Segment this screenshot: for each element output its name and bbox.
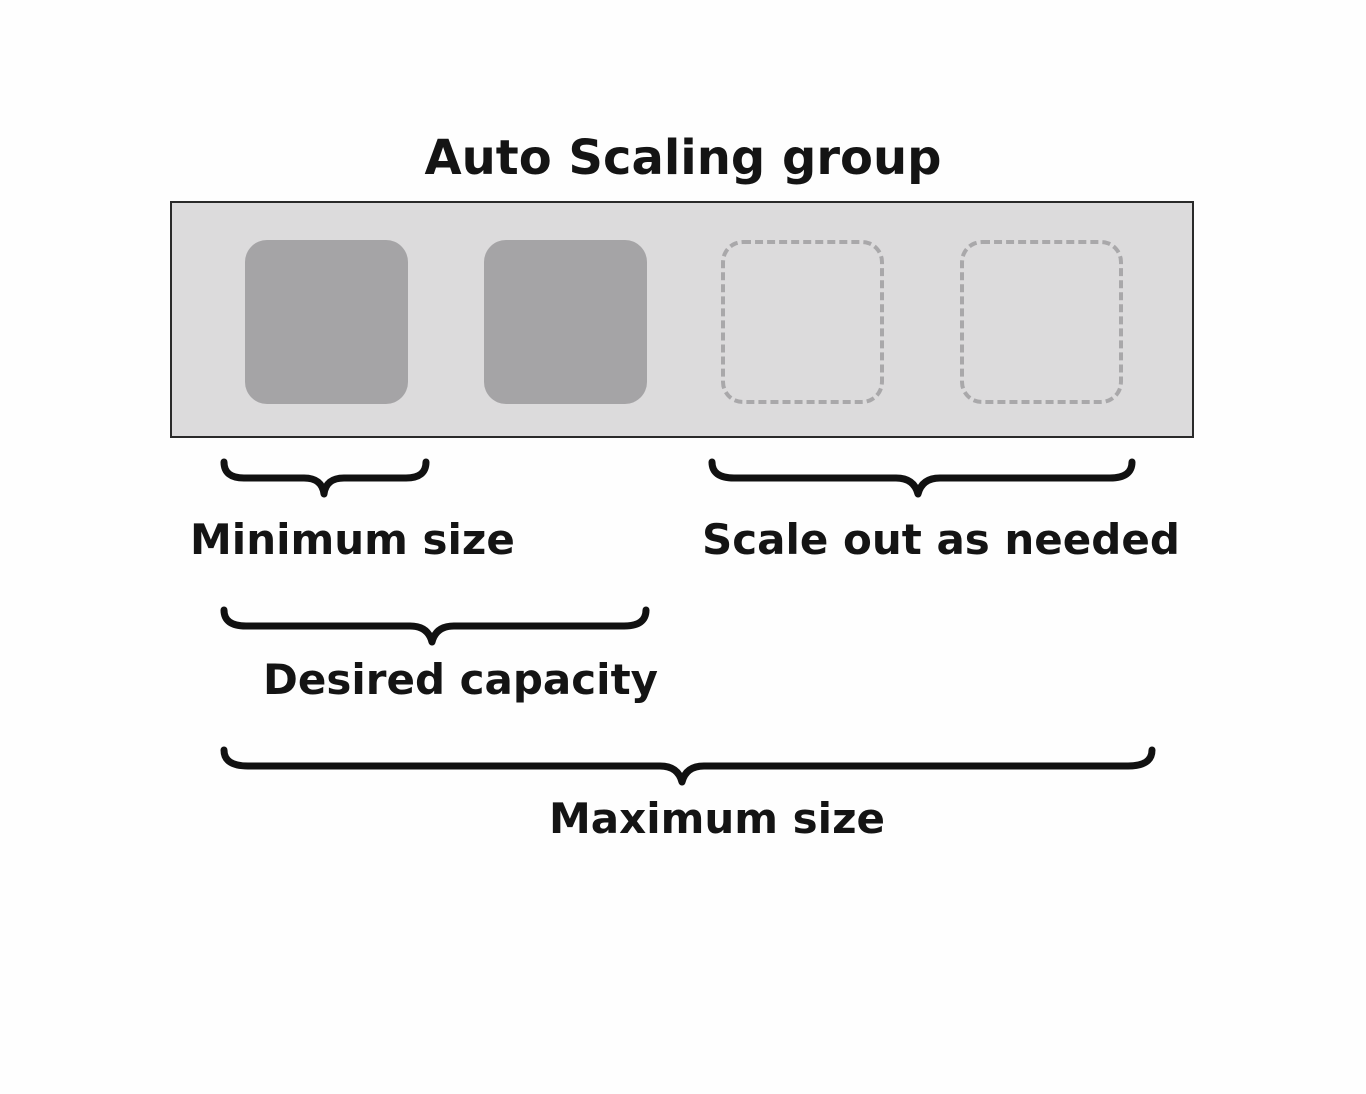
brace-scale-out xyxy=(708,458,1136,498)
brace-minimum-size xyxy=(220,458,430,498)
brace-maximum-size xyxy=(220,746,1156,786)
diagram-title: Auto Scaling group xyxy=(424,130,942,186)
label-desired-capacity: Desired capacity xyxy=(263,655,659,704)
instance-running-1 xyxy=(245,240,408,404)
label-maximum-size: Maximum size xyxy=(549,794,885,843)
brace-desired-capacity xyxy=(220,606,650,646)
label-scale-out: Scale out as needed xyxy=(702,515,1180,564)
instance-potential-1 xyxy=(721,240,884,404)
instance-potential-2 xyxy=(960,240,1123,404)
instance-running-2 xyxy=(484,240,647,404)
label-minimum-size: Minimum size xyxy=(190,515,515,564)
